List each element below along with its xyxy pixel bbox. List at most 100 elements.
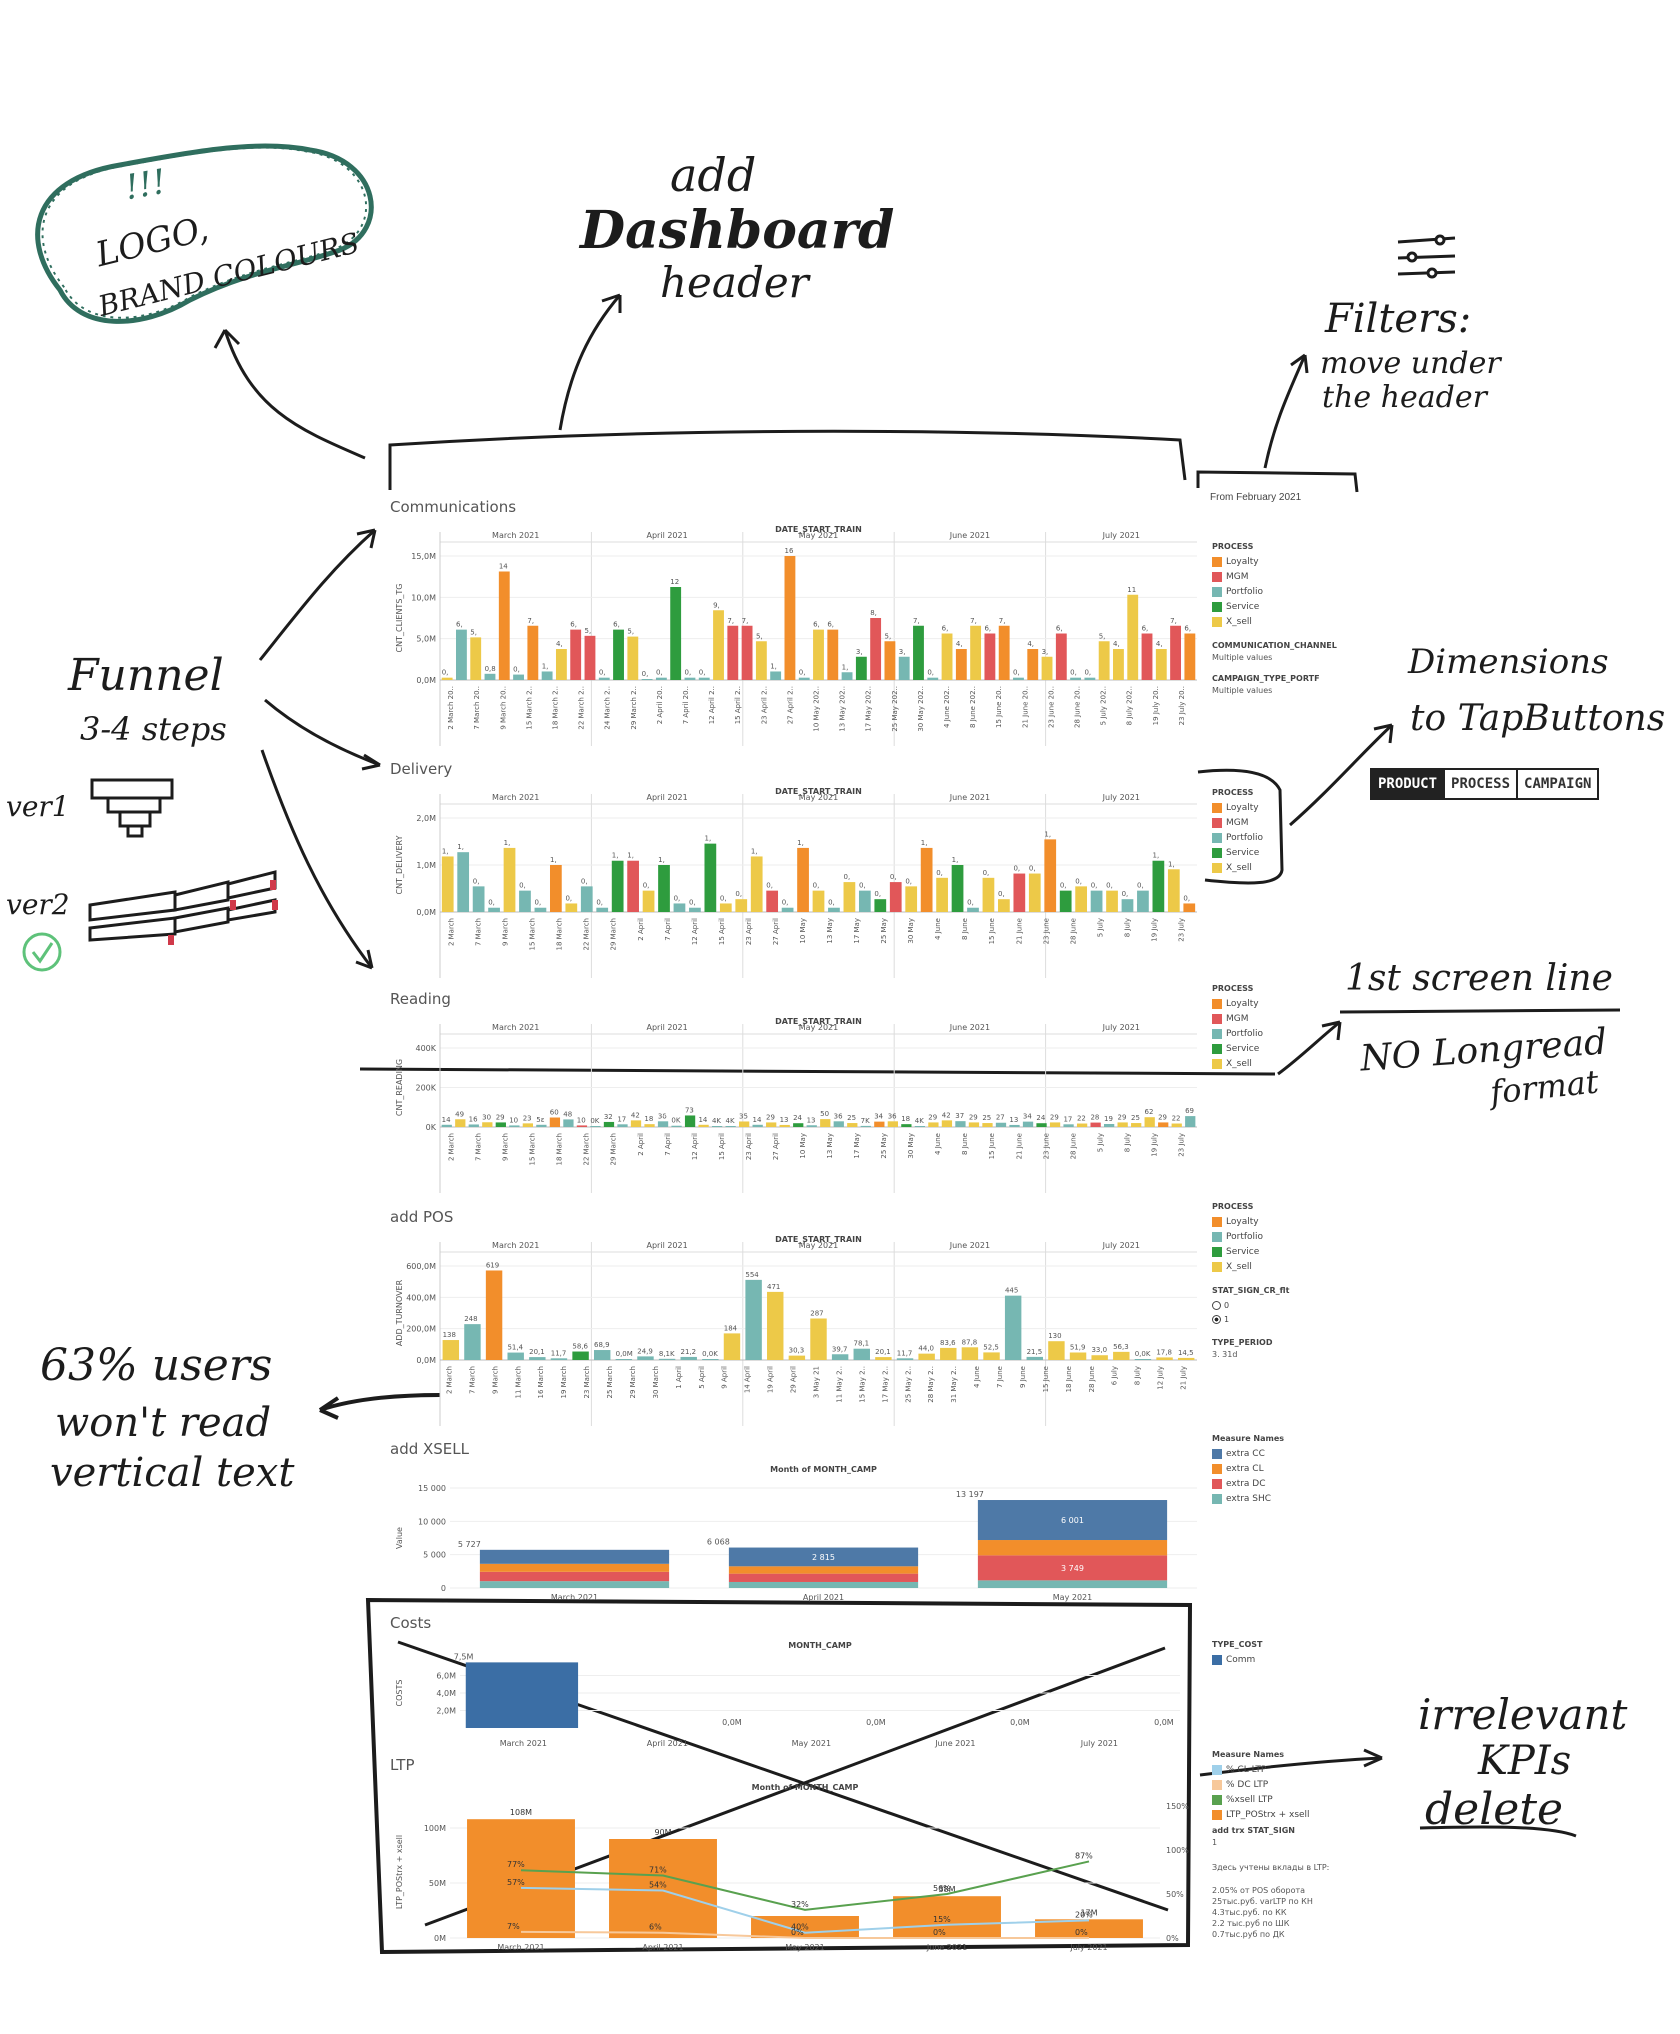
x-tick-label: 11 March	[514, 1366, 522, 1398]
legend-item-service[interactable]: Service	[1212, 1041, 1263, 1056]
bar-label: 248	[464, 1315, 477, 1323]
legend-item-comm[interactable]: Comm	[1212, 1652, 1262, 1667]
legend-item-loyalty[interactable]: Loyalty	[1212, 800, 1263, 815]
legend-item-service[interactable]: Service	[1212, 845, 1263, 860]
ltp-chart: Month of MONTH_CAMP100M50M0M150%100%50%0…	[395, 1783, 1189, 1952]
month-header: March 2021	[492, 793, 539, 802]
ltp-stat-title: add trx STAT_SIGN	[1212, 1826, 1295, 1835]
type-period-value[interactable]: 3. 31d	[1212, 1350, 1238, 1359]
x-tick-label: 23 June 20..	[1047, 686, 1055, 728]
bar-label: 29	[1158, 1113, 1167, 1121]
legend-item-loyalty[interactable]: Loyalty	[1212, 996, 1263, 1011]
bar-label: 35	[739, 1112, 748, 1120]
legend-item-xsell[interactable]: X_sell	[1212, 614, 1337, 629]
x-tick-label: 15 May 2..	[858, 1366, 866, 1403]
bar-label: 130	[1048, 1332, 1061, 1340]
legend-item-mgm[interactable]: MGM	[1212, 1011, 1263, 1026]
arrow-to-logo	[223, 329, 366, 460]
bar	[1098, 641, 1110, 680]
bar-label: 0,	[689, 899, 696, 907]
legend-item-portfolio[interactable]: Portfolio	[1212, 830, 1263, 845]
ltp-stat-value[interactable]: 1	[1212, 1838, 1218, 1847]
legend-item-dc-ltp[interactable]: % DC LTP	[1212, 1777, 1329, 1792]
legend-item-portfolio[interactable]: Portfolio	[1212, 584, 1337, 599]
legend-item-xsell[interactable]: X_sell	[1212, 1259, 1289, 1274]
legend-item-service[interactable]: Service	[1212, 599, 1337, 614]
bar	[680, 1356, 697, 1360]
tap-button-process[interactable]: PROCESS	[1445, 770, 1519, 798]
month-header: June 2021	[949, 1241, 990, 1250]
legend-item-cl-ltp[interactable]: % CL LTP	[1212, 1762, 1329, 1777]
x-tick-label: 28 June	[1069, 918, 1077, 944]
bar	[658, 865, 670, 912]
x-tick-label: 1 April	[675, 1366, 683, 1389]
point-label: 40%	[791, 1923, 809, 1932]
legend-item-extra-cc[interactable]: extra CC	[1212, 1446, 1284, 1461]
bar	[1152, 860, 1165, 912]
legend-item-extra-cl[interactable]: extra CL	[1212, 1461, 1284, 1476]
bar-label: 445	[1005, 1287, 1018, 1295]
bar	[1028, 873, 1041, 912]
date-filter[interactable]: From February 2021	[1210, 492, 1302, 503]
stack-segment	[479, 1549, 670, 1564]
bar	[472, 886, 485, 912]
x-tick-label: 17 May	[853, 1133, 861, 1159]
channel-filter-value[interactable]: Multiple values	[1212, 653, 1273, 662]
legend-item-portfolio[interactable]: Portfolio	[1212, 1026, 1263, 1041]
bar	[467, 1819, 575, 1938]
legend-item-mgm[interactable]: MGM	[1212, 569, 1337, 584]
legend-item-extra-shc[interactable]: extra SHC	[1212, 1491, 1284, 1506]
tap-button-product[interactable]: PRODUCT	[1372, 770, 1446, 798]
bar-label: 16	[785, 547, 794, 555]
y-tick-label: 100M	[424, 1824, 446, 1833]
bar-label: 11	[1127, 586, 1136, 594]
legend-item-extra-dc[interactable]: extra DC	[1212, 1476, 1284, 1491]
bar	[1158, 1122, 1169, 1127]
stat-sign-radio-1[interactable]: 1	[1212, 1312, 1289, 1326]
bar	[1137, 890, 1149, 912]
stat-sign-radio-0[interactable]: 0	[1212, 1298, 1289, 1312]
bar	[1084, 677, 1096, 680]
legend-item-service[interactable]: Service	[1212, 1244, 1289, 1259]
bar-label: 7,	[727, 617, 734, 625]
y-tick-label: 4,0M	[436, 1689, 456, 1698]
bar	[1141, 633, 1153, 680]
legend-item-xsell[interactable]: X_sell	[1212, 1056, 1263, 1071]
bar-label: 1,	[457, 843, 464, 851]
arrow-to-filters-note	[1263, 354, 1307, 469]
legend-item-xsell-ltp[interactable]: %xsell LTP	[1212, 1792, 1329, 1807]
x-tick-label: 29 March	[610, 1133, 618, 1165]
legend-item-loyalty[interactable]: Loyalty	[1212, 1214, 1289, 1229]
legend-item-portfolio[interactable]: Portfolio	[1212, 1229, 1289, 1244]
campaign-filter-value[interactable]: Multiple values	[1212, 686, 1273, 695]
bar	[519, 890, 531, 912]
tap-button-campaign[interactable]: CAMPAIGN	[1524, 776, 1592, 792]
y-tick-label: 0,0M	[416, 908, 436, 917]
legend-item-xsell[interactable]: X_sell	[1212, 860, 1263, 875]
x-tick-label: 2 April 20..	[656, 686, 664, 724]
bar	[1009, 1124, 1020, 1127]
legend-item-ltp-postrx[interactable]: LTP_POStrx + xsell	[1212, 1807, 1329, 1822]
bar	[713, 610, 724, 680]
bar	[995, 1122, 1007, 1127]
legend-item-mgm[interactable]: MGM	[1212, 815, 1263, 830]
bar	[658, 1358, 676, 1360]
x-tick-label: March 2021	[551, 1593, 598, 1602]
bar-label: 11,7	[897, 1349, 913, 1357]
bar	[967, 907, 979, 912]
total-label: 6 068	[707, 1538, 730, 1547]
bar-label: 1,	[770, 662, 777, 670]
bar-label: 87,8	[962, 1338, 978, 1346]
x-tick-label: March 2021	[497, 1943, 544, 1952]
x-tick-label: 15 March 2..	[525, 686, 533, 730]
x-tick-label: 15 June 20..	[995, 686, 1003, 728]
bar	[751, 1916, 859, 1938]
bar	[536, 1124, 547, 1127]
legend-item-loyalty[interactable]: Loyalty	[1212, 554, 1337, 569]
bar	[1027, 649, 1039, 680]
x-tick-label: 6 July	[1111, 1366, 1119, 1385]
legend-title: PROCESS	[1212, 542, 1254, 551]
bar-label: 0,	[656, 669, 663, 677]
